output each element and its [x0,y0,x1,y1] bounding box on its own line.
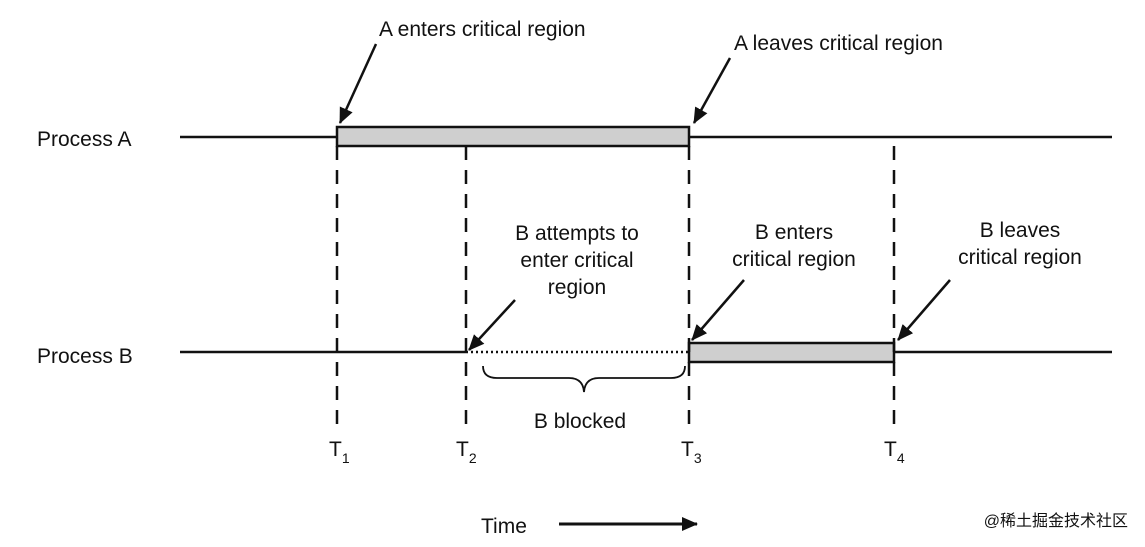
time-axis-label: Time [481,515,527,538]
a-enters-arrow [338,43,378,124]
watermark: @稀土掘金技术社区 [984,512,1128,530]
b-leaves-label-line-1: B leaves [980,219,1061,242]
process-a-label: Process A [37,128,132,151]
process-a-critical-region-bar [335,125,691,148]
b-leaves-arrow [897,279,951,341]
b-enters-label-line-2: critical region [732,248,856,271]
b-attempts-label-line-1: B attempts to [515,222,639,245]
process-b-label: Process B [37,345,133,368]
b-attempts-label-line-3: region [548,276,606,299]
a-enters-label: A enters critical region [379,18,586,41]
process-b-critical-region-bar [687,341,896,364]
a-leaves-arrow [692,57,732,124]
b-enters-arrow [691,279,745,341]
t3-label: T3 [681,438,702,466]
b-blocked-label: B blocked [534,410,626,433]
b-attempts-arrow [468,299,516,351]
b-leaves-label-line-2: critical region [958,246,1082,269]
a-leaves-label: A leaves critical region [734,32,943,55]
t4-label: T4 [884,438,905,466]
b-attempts-label-line-2: enter critical [520,249,633,272]
t1-label: T1 [329,438,350,466]
b-blocked-brace [482,365,686,393]
b-enters-label-line-1: B enters [755,221,833,244]
t2-label: T2 [456,438,477,466]
